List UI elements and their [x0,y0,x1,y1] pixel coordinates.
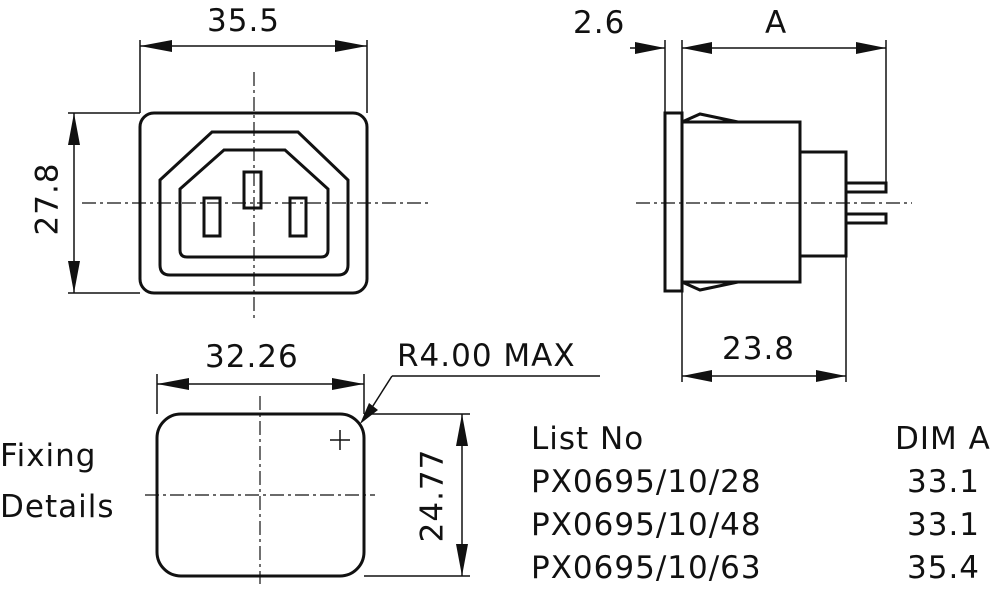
table-row-dim-a: 35.4 [907,550,981,586]
fixing-cutout-view [145,374,600,584]
table-row-part-number: PX0695/10/28 [531,464,762,500]
table-row-part-number: PX0695/10/48 [531,507,762,543]
fixing-label-line1: Fixing [0,438,97,474]
upper-terminal [846,181,888,194]
live-pin-slot [288,196,308,238]
dim-cutout-width-label: 32.26 [205,339,299,375]
side-flange [663,111,684,293]
table-row-part-number: PX0695/10/63 [531,550,762,586]
dim-cutout-height-label: 24.77 [414,448,451,543]
fixing-label-line2: Details [0,489,115,525]
front-view [68,40,430,322]
table-header-list-no: List No [531,421,645,457]
table-row-dim-a: 33.1 [907,464,981,500]
lower-terminal [846,212,888,225]
earth-pin-slot [242,170,263,210]
socket-inner-shroud [178,148,330,259]
dim-corner-radius-label: R4.00 MAX [397,338,576,374]
dim-front-width-label: 35.5 [207,3,281,39]
socket-outer-shroud [158,130,350,277]
lower-latch [681,280,739,292]
side-view [630,40,912,382]
table-row-dim-a: 33.1 [907,507,981,543]
dim-front-height-label: 27.8 [29,162,66,236]
upper-latch [681,112,739,124]
dim-flange-thickness-label: 2.6 [573,5,626,41]
side-body [680,120,802,284]
dim-a-label: A [765,5,788,41]
table-header-dim-a: DIM A [895,421,991,457]
side-rear-block [798,150,848,258]
dim-body-length-label: 23.8 [722,331,796,367]
neutral-pin-slot [202,196,222,238]
